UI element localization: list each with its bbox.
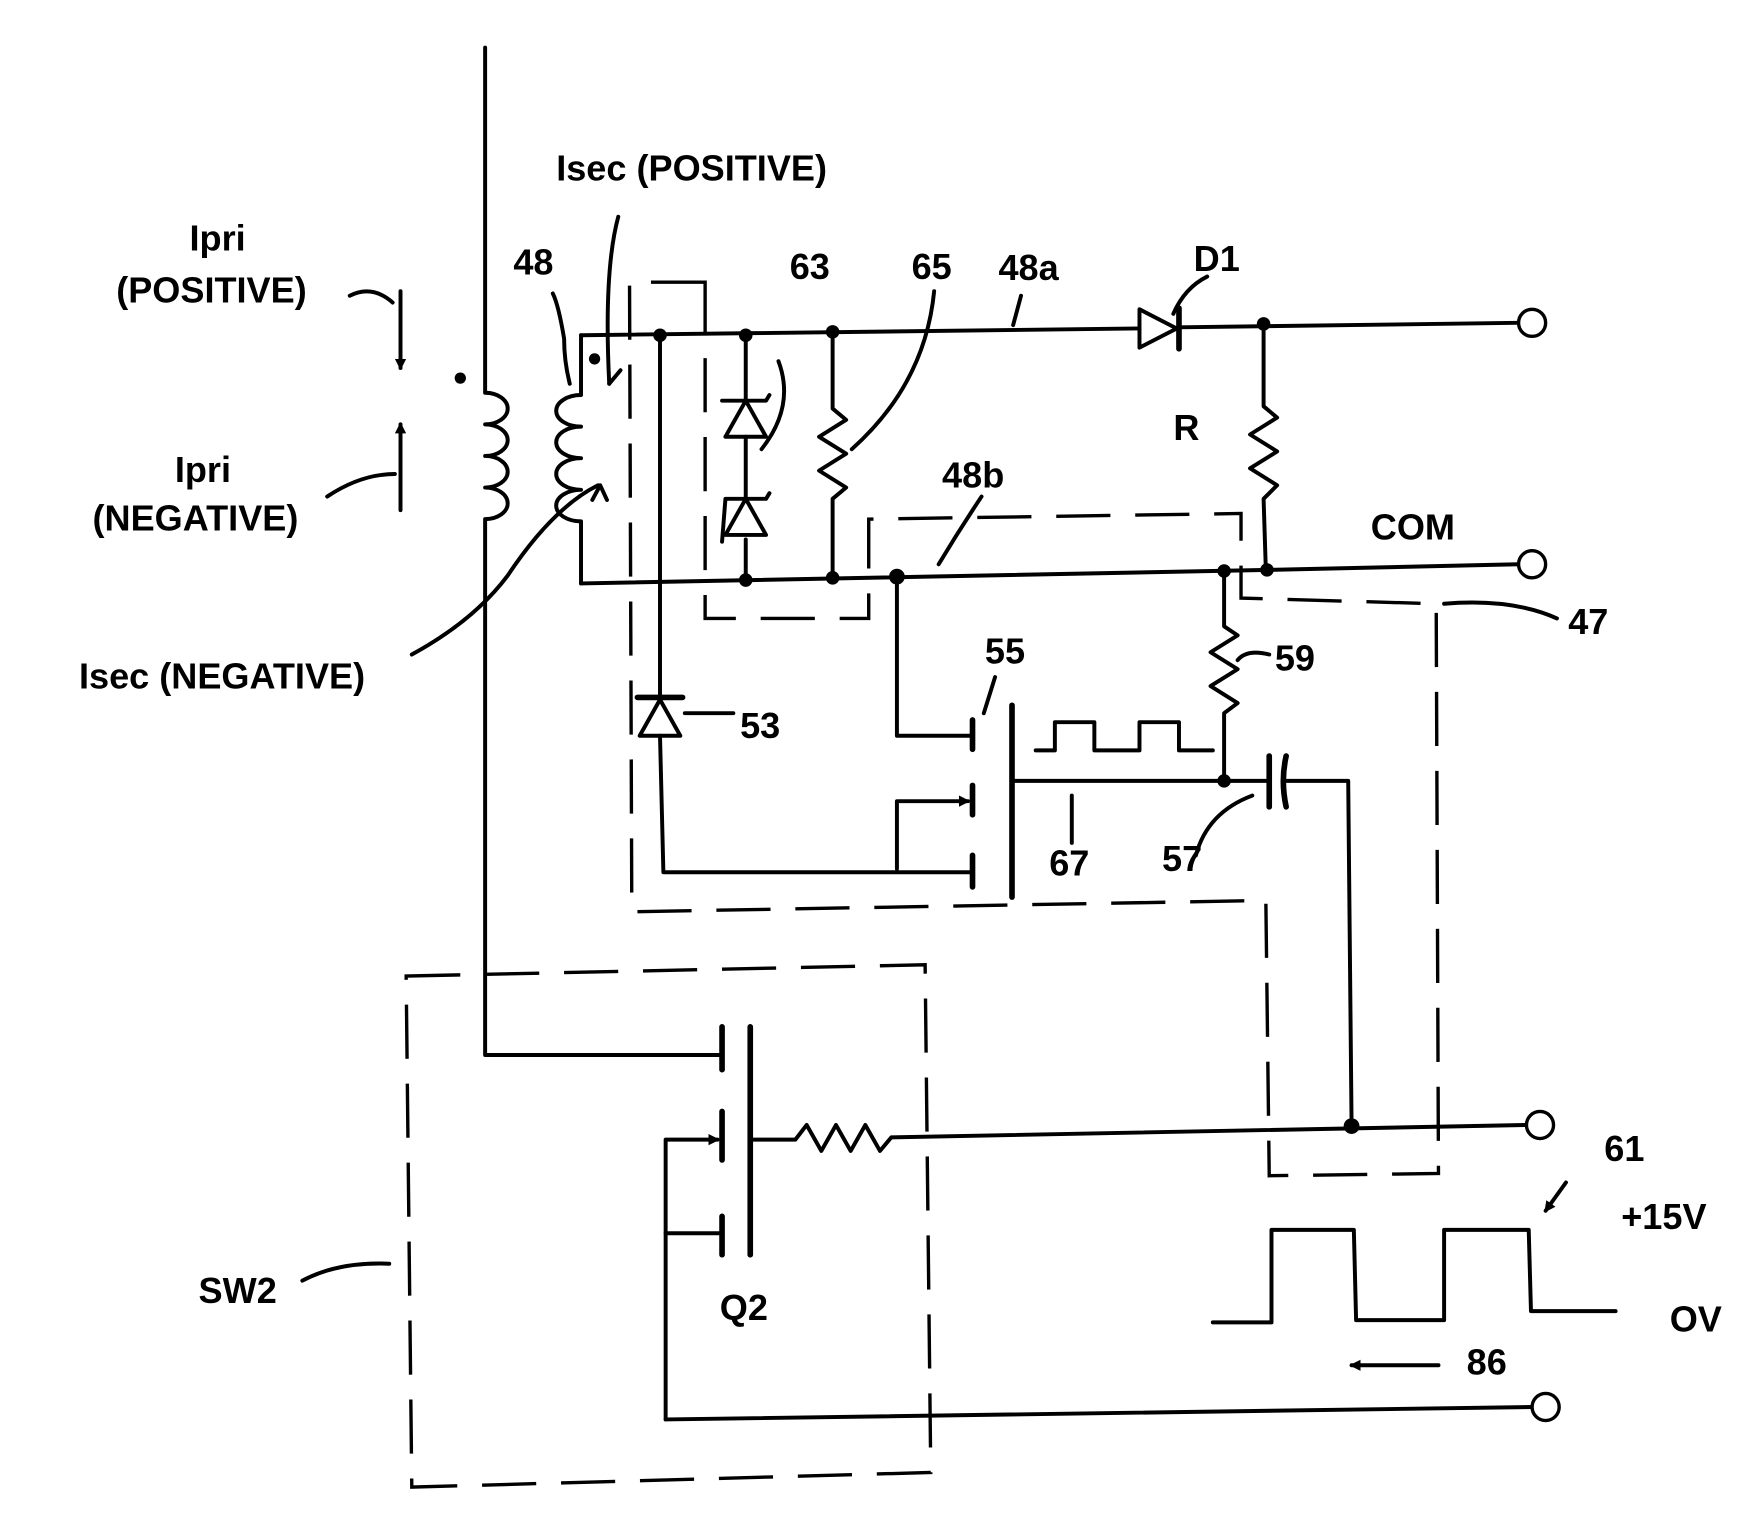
label-isec-negative: Isec (NEGATIVE) <box>79 655 365 696</box>
drive-waveform <box>1213 1230 1616 1323</box>
diode-53 <box>637 335 970 872</box>
zener-diodes-63 <box>722 335 769 580</box>
label-ipri-positive: (POSITIVE) <box>116 270 307 311</box>
resistor-r <box>1250 324 1277 570</box>
rail-48a <box>581 323 1517 335</box>
label-plus-15v: +15V <box>1621 1196 1706 1237</box>
capacitor-57 <box>1269 756 1286 807</box>
label-86: 86 <box>1467 1341 1507 1382</box>
label-d1: D1 <box>1194 238 1240 279</box>
label-com: COM <box>1371 506 1455 547</box>
label-48a: 48a <box>998 247 1059 288</box>
label-61: 61 <box>1604 1128 1644 1169</box>
resistor-65 <box>819 332 846 578</box>
label-ipri-bottom: Ipri <box>175 449 231 490</box>
label-isec-positive: Isec (POSITIVE) <box>556 148 827 189</box>
label-ipri-top: Ipri <box>190 218 246 259</box>
label-r: R <box>1173 407 1199 448</box>
label-65: 65 <box>912 246 952 287</box>
label-67: 67 <box>1049 843 1089 884</box>
label-q2: Q2 <box>720 1287 768 1328</box>
rail-48b <box>581 564 1519 583</box>
transistor-q2 <box>666 1027 1532 1420</box>
label-0v: OV <box>1670 1298 1722 1339</box>
label-63: 63 <box>790 246 830 287</box>
label-59: 59 <box>1275 637 1315 678</box>
label-53: 53 <box>740 705 780 746</box>
resistor-59 <box>1211 571 1238 781</box>
secondary-winding <box>556 335 600 583</box>
label-sw2: SW2 <box>199 1270 277 1311</box>
current-arrows <box>302 217 1557 1281</box>
label-48b: 48b <box>942 455 1004 496</box>
label-47: 47 <box>1568 601 1608 642</box>
label-48: 48 <box>513 241 553 282</box>
arrow-61-icon <box>1546 1183 1566 1211</box>
label-55: 55 <box>985 631 1025 672</box>
label-57: 57 <box>1162 838 1202 879</box>
terminals <box>1519 309 1560 1420</box>
label-ipri-negative: (NEGATIVE) <box>93 497 299 538</box>
gate-waveform <box>1036 722 1213 750</box>
primary-winding <box>455 48 722 1055</box>
